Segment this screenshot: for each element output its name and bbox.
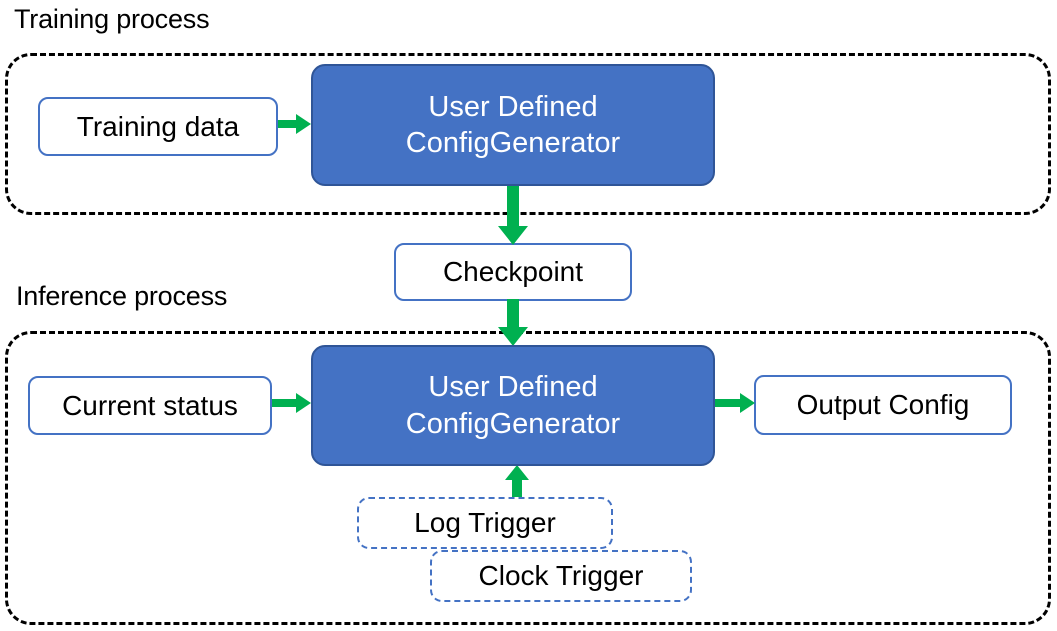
clock-trigger-box[interactable]: Clock Trigger [430,550,692,602]
log-trigger-box[interactable]: Log Trigger [357,497,613,549]
inference-process-title: Inference process [16,281,228,311]
training-config-generator-line2: ConfigGenerator [405,127,621,159]
inference-config-generator-line1: User Defined [428,371,598,404]
arrow-down-generator-to-checkpoint [497,184,529,246]
arrow-right-generator-to-output-config [714,391,756,415]
training-data-box[interactable]: Training data [38,97,278,156]
training-config-generator-line1: User Defined [428,90,598,123]
checkpoint-box[interactable]: Checkpoint [394,243,632,301]
inference-config-generator-line2: ConfigGenerator [405,407,621,440]
arrow-right-current-status-to-generator [272,391,312,415]
inference-process-group [5,331,1051,625]
arrow-right-training-data-to-generator [278,112,312,136]
training-process-title: Training process [14,4,210,34]
arrow-up-trigger-to-generator [504,465,530,501]
training-process-group [5,53,1051,215]
training-config-generator-box[interactable]: User Defined ConfigGenerator [311,64,715,186]
arrow-down-checkpoint-to-generator [497,299,529,347]
current-status-box[interactable]: Current status [28,376,272,435]
inference-config-generator-box[interactable]: User Defined ConfigGenerator [311,345,715,466]
output-config-box[interactable]: Output Config [754,375,1012,435]
